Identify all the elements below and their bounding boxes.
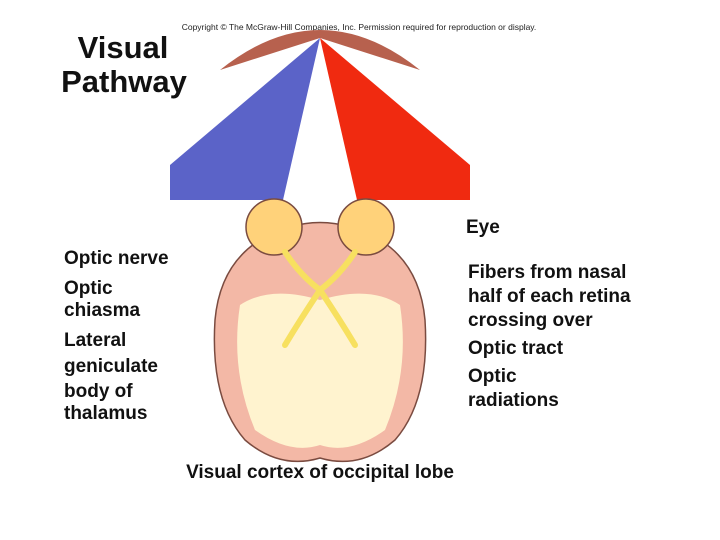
label-fibers-3: crossing over	[468, 310, 593, 331]
copyright-notice: Copyright © The McGraw-Hill Companies, I…	[182, 22, 537, 32]
label-optic-radiations-2: radiations	[468, 390, 559, 411]
label-optic-chiasma-2: chiasma	[64, 300, 140, 321]
visual-field	[170, 30, 470, 200]
label-optic-chiasma-1: Optic	[64, 278, 113, 299]
right-optic-tract	[317, 287, 358, 348]
title-line-2: Pathway	[61, 64, 188, 99]
label-lateral-geniculate-4: thalamus	[64, 403, 147, 424]
label-optic-nerve: Optic nerve	[64, 248, 169, 269]
right-optic-nerve	[317, 249, 358, 293]
left-optic-tract	[282, 287, 323, 348]
left-optic-nerve	[282, 249, 323, 293]
label-lateral-geniculate-2: geniculate	[64, 356, 158, 377]
eyes	[245, 198, 395, 256]
optic-pathways	[282, 249, 358, 348]
label-fibers-2: half of each retina	[468, 286, 631, 307]
left-visual-field	[170, 38, 320, 200]
label-optic-radiations-1: Optic	[468, 366, 517, 387]
white-matter	[237, 293, 403, 448]
right-eyeball	[337, 198, 395, 256]
label-fibers-1: Fibers from nasal	[468, 262, 626, 283]
brain	[213, 221, 427, 463]
label-eye: Eye	[466, 217, 500, 238]
left-eyeball	[245, 198, 303, 256]
title-line-1: Visual	[78, 30, 169, 65]
label-visual-cortex: Visual cortex of occipital lobe	[186, 462, 454, 483]
label-lateral-geniculate-1: Lateral	[64, 330, 126, 351]
center-visual-field	[220, 30, 420, 70]
label-optic-tract: Optic tract	[468, 338, 564, 359]
label-lateral-geniculate-3: body of	[64, 381, 133, 402]
right-visual-field	[320, 38, 470, 200]
